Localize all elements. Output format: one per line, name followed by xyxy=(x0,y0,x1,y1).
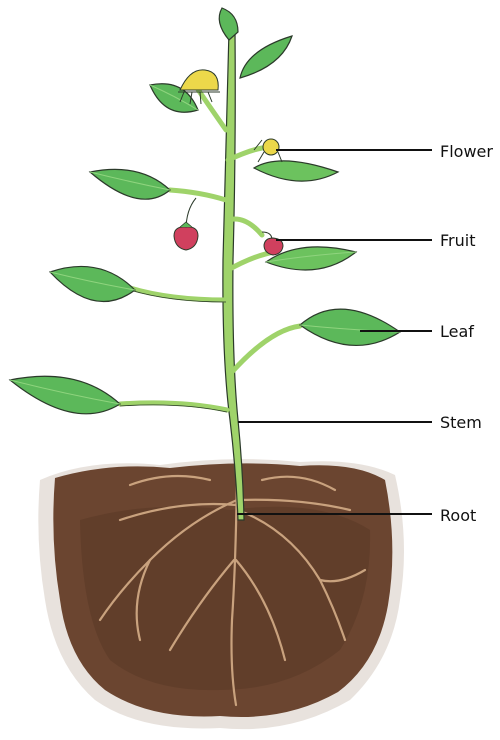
leaves xyxy=(10,8,400,414)
leaf-left-mid xyxy=(90,169,170,199)
leaf-top-right xyxy=(240,36,292,78)
leaf-right-small xyxy=(254,161,338,181)
soil xyxy=(38,459,404,729)
leaf-top xyxy=(219,8,238,40)
leaf-right-large xyxy=(300,309,400,345)
main-stem xyxy=(223,30,244,520)
label-fruit: Fruit xyxy=(440,232,475,250)
label-leaf: Leaf xyxy=(440,323,474,341)
fruit-left xyxy=(174,227,198,250)
leaf-left-lower xyxy=(10,376,120,414)
label-root: Root xyxy=(440,507,476,525)
label-flower: Flower xyxy=(440,143,493,161)
label-stem: Stem xyxy=(440,414,482,432)
leaf-left-large xyxy=(50,266,135,301)
